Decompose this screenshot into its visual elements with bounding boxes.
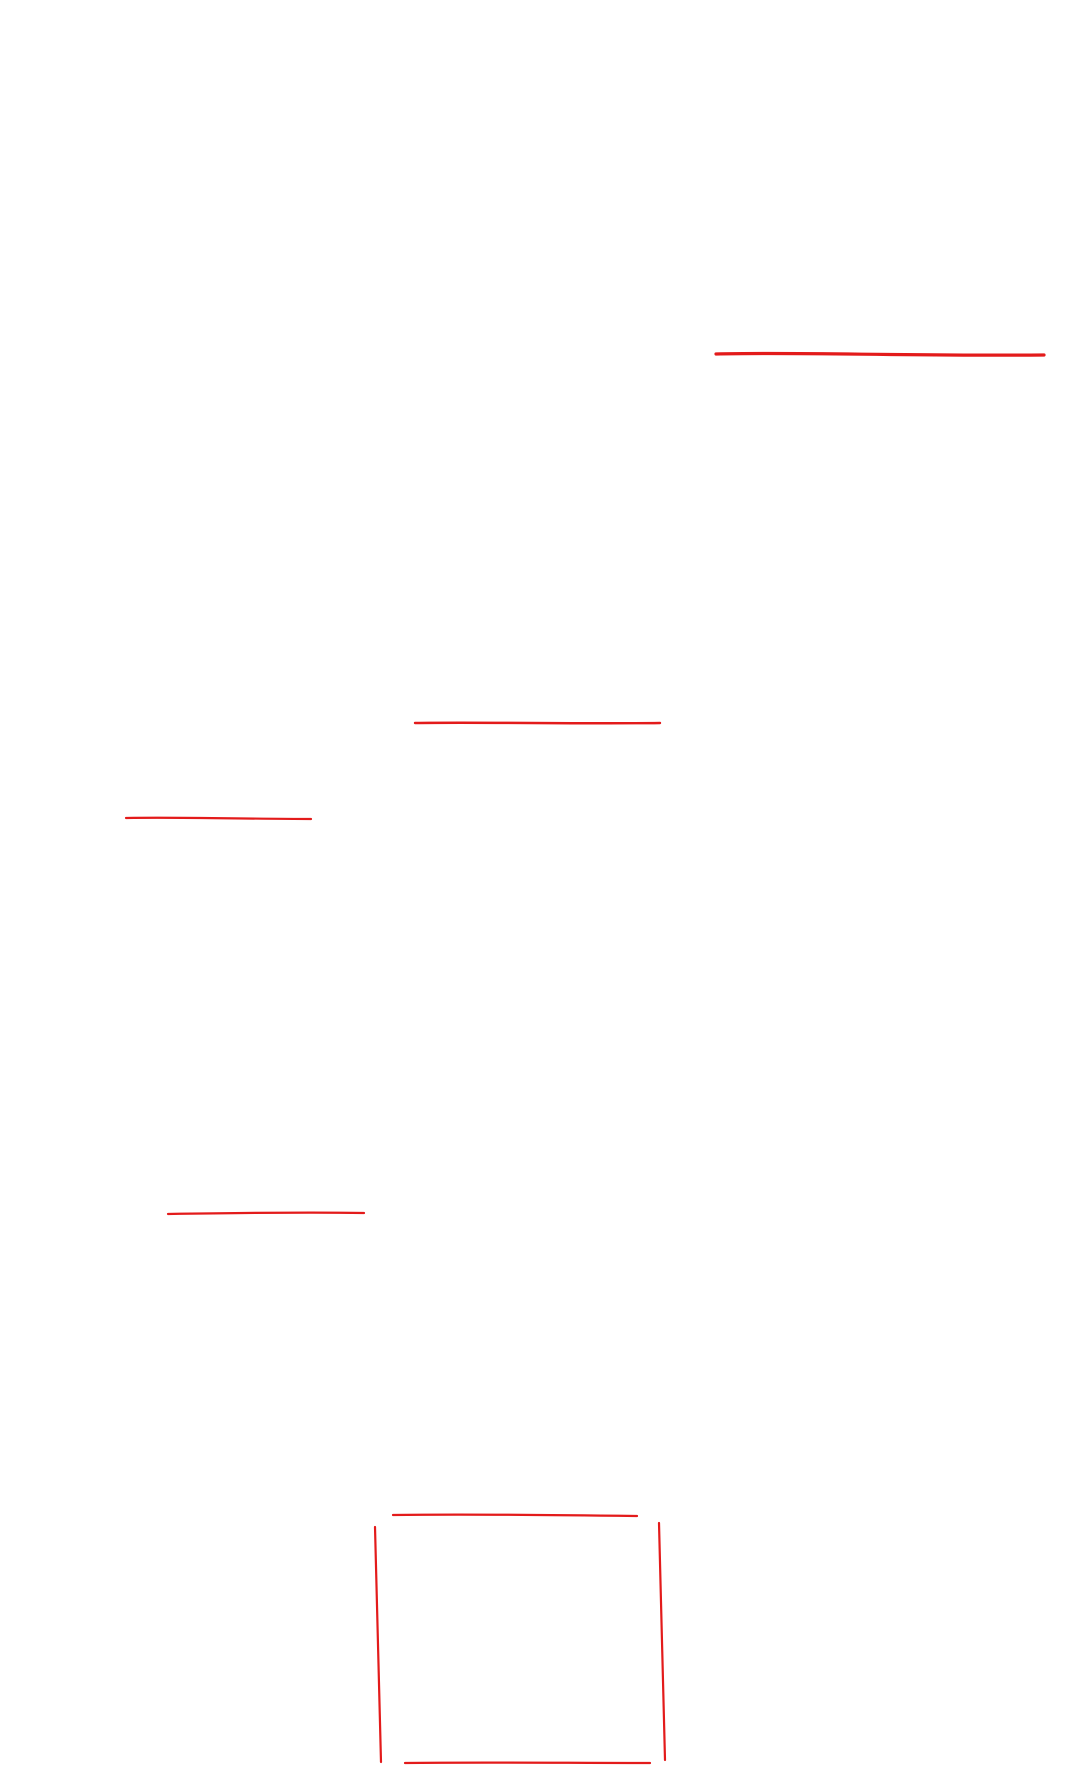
red-box-top-edge <box>391 1513 639 1518</box>
red-underline-stroke <box>124 816 313 821</box>
red-underline-stroke <box>413 721 662 725</box>
red-box-right-edge <box>657 1521 667 1762</box>
red-underline-stroke <box>166 1211 366 1216</box>
red-box-left-edge <box>373 1525 383 1764</box>
red-underline-stroke <box>714 351 1046 357</box>
